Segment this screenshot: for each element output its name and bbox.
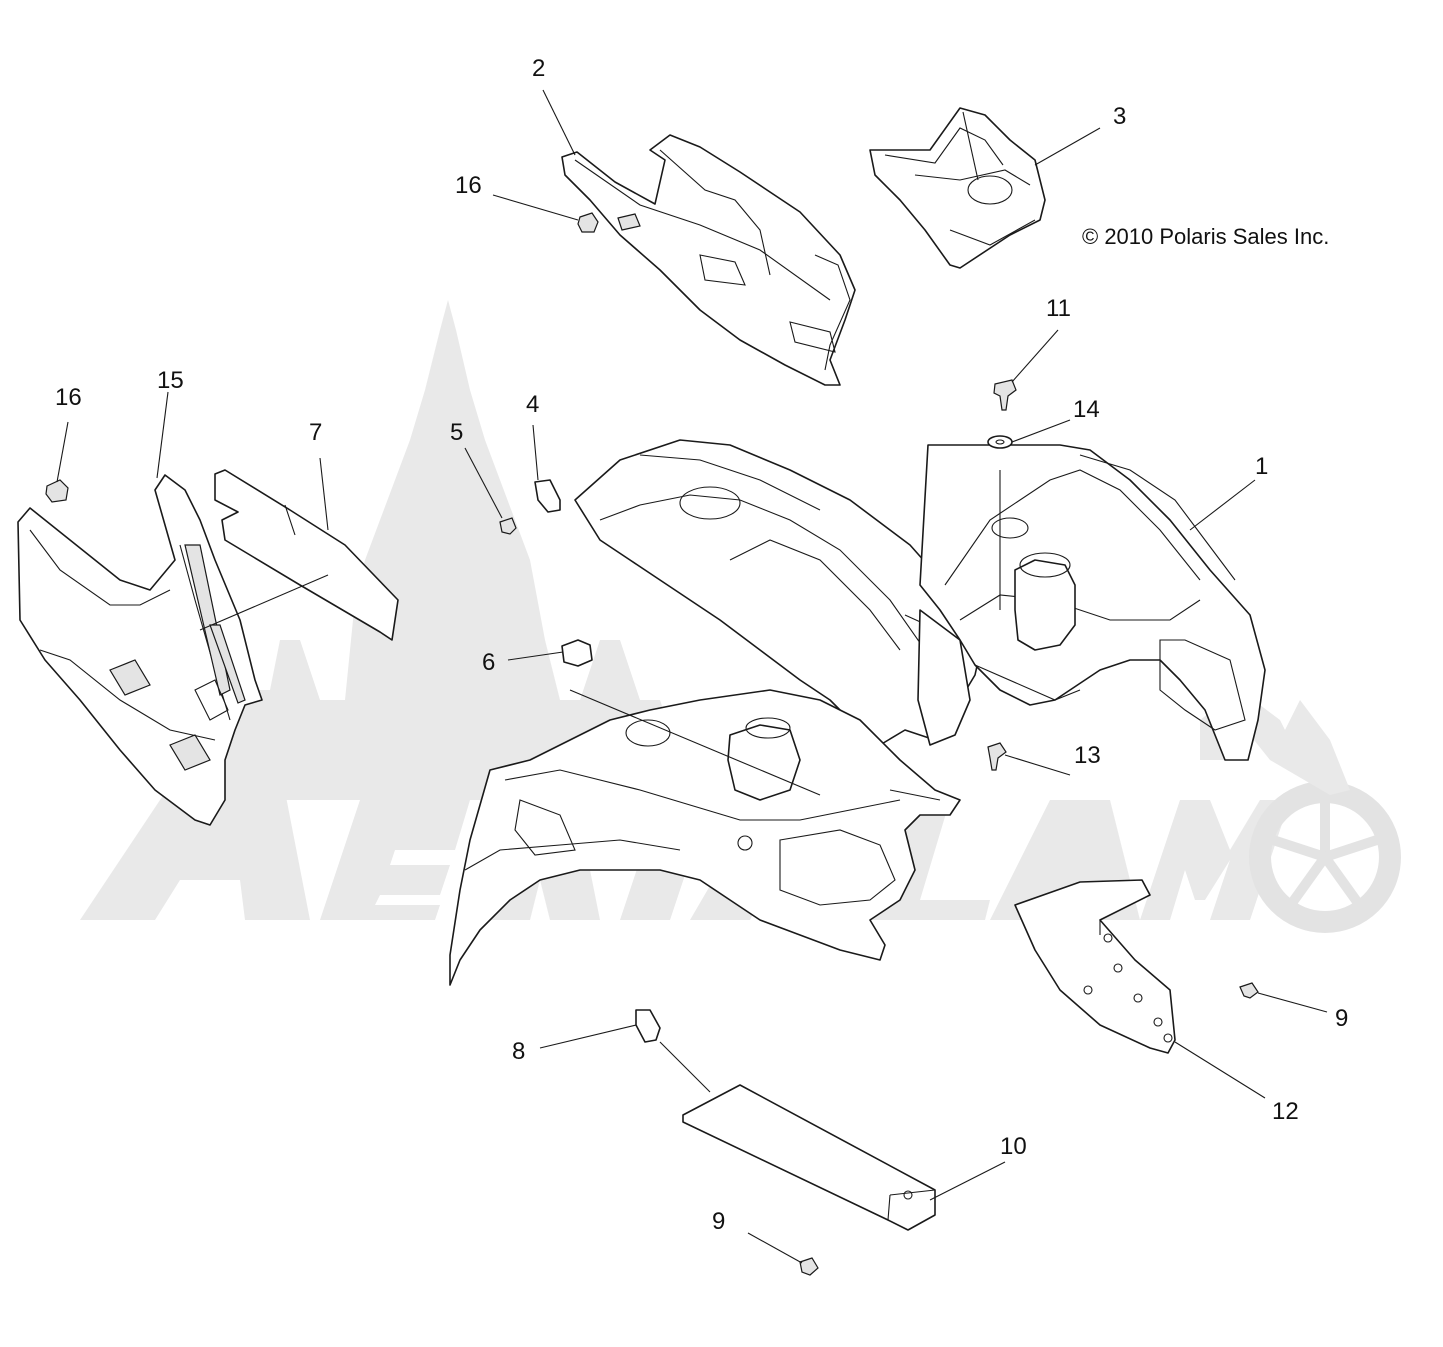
part-15-side-panel [17,474,263,826]
leader-lines [56,89,1328,1264]
part-7-decal [214,469,399,641]
callout-1: 1 [1255,453,1268,480]
part-1-rear-fender [449,689,961,986]
part-10-bracket [682,1084,936,1231]
callout-9-bottom: 9 [712,1208,725,1235]
callout-labels: 1 2 3 4 5 6 7 8 9 9 10 11 12 13 14 15 16… [55,55,1348,1235]
callout-15: 15 [157,367,184,394]
callout-7: 7 [309,419,322,446]
callout-3: 3 [1113,103,1126,130]
callout-11: 11 [1046,295,1071,322]
callout-10: 10 [1000,1133,1027,1160]
callout-4: 4 [526,391,539,418]
callout-6: 6 [482,649,495,676]
callout-5: 5 [450,419,463,446]
callout-13: 13 [1074,742,1101,769]
callout-8: 8 [512,1038,525,1065]
callout-9-right: 9 [1335,1005,1348,1032]
part-1-front-fender [574,439,1266,761]
fasteners [45,212,1259,1276]
callout-16-left: 16 [55,384,82,411]
copyright-notice: © 2010 Polaris Sales Inc. [1082,224,1329,249]
part-2-side-panel [561,134,856,386]
part-12-plate [1014,879,1176,1054]
callout-12: 12 [1272,1098,1299,1125]
part-3-top-cover [869,107,1046,269]
callout-16-top: 16 [455,172,482,199]
callout-2: 2 [532,55,545,82]
callout-14: 14 [1073,396,1100,423]
